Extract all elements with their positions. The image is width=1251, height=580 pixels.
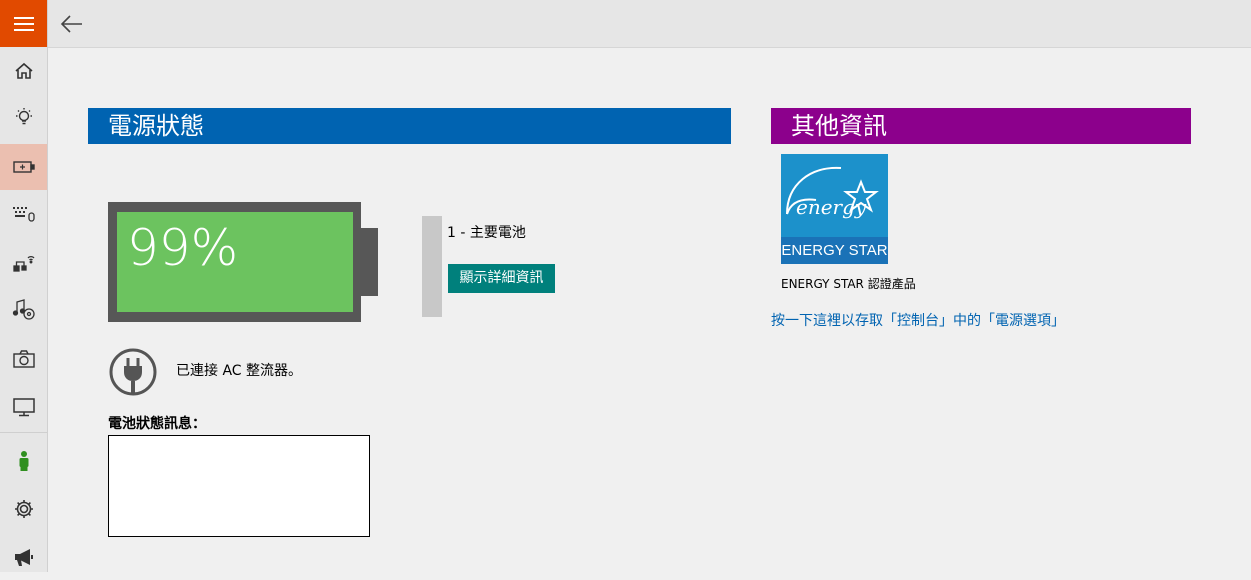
sidebar-item-keyboard-mouse[interactable] <box>0 190 47 236</box>
keyboard-mouse-icon <box>12 207 35 222</box>
home-icon <box>14 62 33 79</box>
energy-star-caption: ENERGY STAR 認證產品 <box>781 277 916 291</box>
battery-gauge-tip <box>360 228 378 296</box>
sidebar-item-settings[interactable] <box>0 486 47 532</box>
back-arrow-icon <box>60 15 82 33</box>
battery-percentage: 99% <box>127 219 239 277</box>
person-icon <box>19 451 28 471</box>
sidebar-item-battery[interactable] <box>0 144 47 190</box>
battery-name: 1 - 主要電池 <box>447 225 526 241</box>
back-button[interactable] <box>58 10 86 38</box>
show-details-button[interactable]: 顯示詳細資訊 <box>448 264 555 293</box>
camera-icon <box>12 350 35 368</box>
sidebar <box>0 0 48 572</box>
battery-selector-bar[interactable] <box>422 216 442 317</box>
sidebar-item-camera[interactable] <box>0 336 47 382</box>
hamburger-menu-button[interactable] <box>0 0 47 47</box>
sidebar-item-display-brightness[interactable] <box>0 94 47 140</box>
monitor-icon <box>12 398 35 417</box>
ac-adapter-status: 已連接 AC 整流器。 <box>176 363 303 379</box>
other-info-header: 其他資訊 <box>771 108 1191 144</box>
network-icon <box>12 256 34 272</box>
settings-gear-icon <box>14 500 33 518</box>
title-bar <box>48 0 1251 48</box>
sidebar-item-announcements[interactable] <box>0 534 47 580</box>
battery-status-message-field[interactable] <box>108 435 370 537</box>
ac-plug-icon <box>109 348 157 396</box>
energy-star-logo: energy ENERGY STAR <box>781 154 888 264</box>
battery-level-fill <box>117 212 353 312</box>
power-status-header: 電源狀態 <box>88 108 731 144</box>
megaphone-icon <box>14 549 33 566</box>
sidebar-divider <box>0 432 47 433</box>
sidebar-item-media[interactable] <box>0 286 47 332</box>
lightbulb-icon <box>15 108 32 125</box>
energy-star-logo-text: ENERGY STAR <box>781 242 888 259</box>
media-icon <box>12 299 35 320</box>
sidebar-item-support[interactable] <box>0 438 47 484</box>
battery-status-label: 電池狀態訊息： <box>108 416 206 432</box>
hamburger-icon <box>13 15 34 33</box>
energy-star-script: energy <box>796 195 867 219</box>
sidebar-item-network[interactable] <box>0 240 47 286</box>
sidebar-item-monitor[interactable] <box>0 384 47 430</box>
sidebar-item-home[interactable] <box>0 48 47 94</box>
control-panel-power-options-link[interactable]: 按一下這裡以存取「控制台」中的「電源選項」 <box>771 313 1065 329</box>
battery-icon <box>12 161 35 173</box>
